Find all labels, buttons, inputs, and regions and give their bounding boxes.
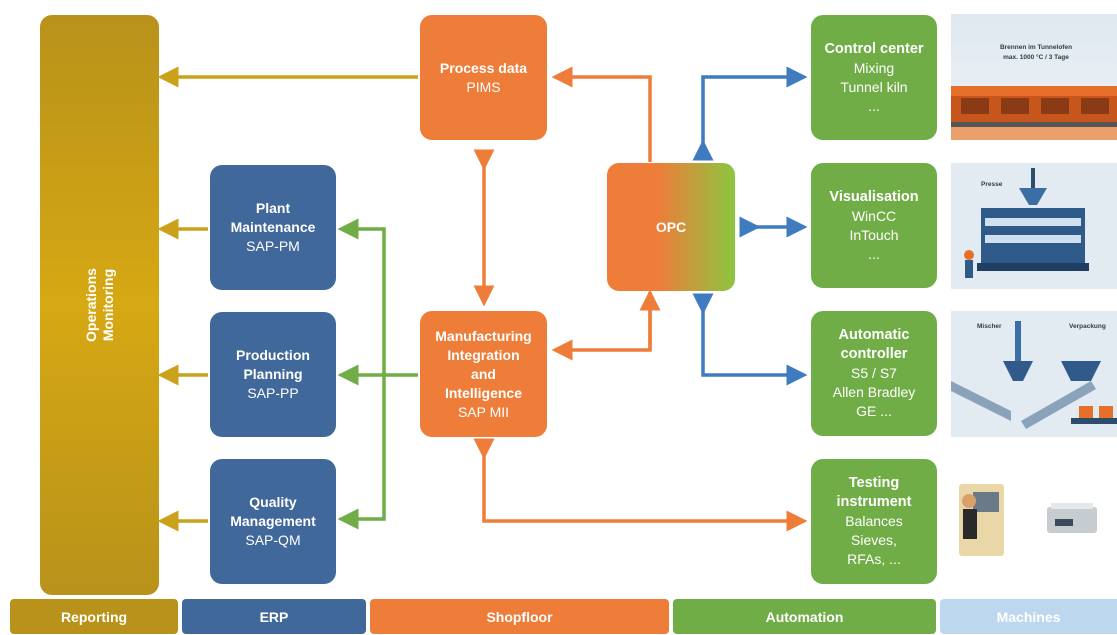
opc-box: OPC — [607, 163, 735, 291]
testing-instrument-line1: Balances — [845, 513, 903, 529]
control-center-line3: ... — [868, 97, 880, 114]
production-planning-title1: Production — [236, 347, 310, 363]
footer-automation: Automation — [673, 599, 936, 634]
control-center-box: Control center Mixing Tunnel kiln ... — [811, 15, 937, 140]
testing-instrument-box: Testing instrument Balances Sieves, RFAs… — [811, 459, 937, 584]
mii-box: Manufacturing Integration and Intelligen… — [420, 311, 547, 437]
automatic-controller-title2: controller — [840, 346, 908, 362]
arrow-opc-to-process — [551, 66, 652, 162]
production-planning-box: Production Planning SAP-PP — [210, 312, 336, 437]
arrow-opc-control — [692, 66, 808, 161]
mii-sub: SAP MII — [457, 403, 510, 420]
footer-erp: ERP — [182, 599, 366, 634]
footer-erp-label: ERP — [259, 608, 289, 625]
press-label: Presse — [981, 181, 1003, 188]
quality-management-box: Quality Management SAP-QM — [210, 459, 336, 584]
footer-reporting-label: Reporting — [60, 608, 128, 625]
kiln-drawing — [951, 86, 1117, 140]
visualisation-line3: ... — [868, 245, 880, 262]
footer-shopfloor-label: Shopfloor — [486, 608, 553, 625]
arrow-mii-testing — [473, 438, 808, 532]
testing-instrument-title2: instrument — [836, 494, 912, 510]
control-center-title: Control center — [824, 40, 924, 57]
automatic-controller-line1: S5 / S7 — [851, 365, 897, 381]
automatic-controller-box: Automatic controller S5 / S7 Allen Bradl… — [811, 311, 937, 436]
operations-monitoring-box: Operations Monitoring — [40, 15, 159, 595]
mixer-label: Mischer — [977, 323, 1002, 330]
press-drawing — [964, 168, 1089, 278]
mixer-drawing — [951, 321, 1117, 429]
process-data-box: Process data PIMS — [420, 15, 547, 140]
visualisation-line2: InTouch — [849, 226, 899, 243]
arrow-opc-to-mii — [551, 292, 652, 361]
automatic-controller-line2: Allen Bradley — [832, 384, 916, 400]
production-planning-title2: Planning — [243, 366, 303, 382]
automatic-controller-title1: Automatic — [838, 327, 910, 343]
kiln-label-2: max. 1000 °C / 3 Tage — [1003, 54, 1069, 61]
testing-instrument-line2: Sieves, — [851, 532, 897, 548]
control-center-line1: Mixing — [853, 59, 895, 76]
plant-maintenance-box: Plant Maintenance SAP-PM — [210, 165, 336, 290]
quality-management-sub: SAP-QM — [245, 532, 301, 548]
mii-line1: Manufacturing — [435, 327, 532, 344]
mixer-packaging-illustration: Mischer Verpackung — [951, 311, 1117, 437]
testing-instrument-title1: Testing — [848, 475, 900, 491]
tunnel-kiln-illustration: Brennen im Tunnelofen max. 1000 °C / 3 T… — [951, 14, 1117, 140]
testing-drawing — [959, 484, 1097, 556]
footer-machines-label: Machines — [996, 608, 1061, 625]
plant-maintenance-sub: SAP-PM — [246, 238, 300, 254]
automatic-controller-line3: GE ... — [856, 403, 892, 419]
control-center-line2: Tunnel kiln — [840, 78, 908, 95]
plant-maintenance-title2: Maintenance — [230, 219, 316, 235]
packaging-label: Verpackung — [1069, 323, 1106, 330]
mii-line4: Intelligence — [444, 384, 523, 401]
process-data-sub: PIMS — [466, 78, 501, 95]
testing-instrument-line3: RFAs, ... — [847, 551, 901, 567]
arrow-opc-controller — [692, 293, 808, 386]
testing-instrument-illustration — [951, 459, 1117, 585]
arrow-mii-to-pm — [337, 218, 418, 377]
visualisation-title: Visualisation — [829, 188, 919, 205]
footer-shopfloor: Shopfloor — [370, 599, 669, 634]
plant-maintenance-title1: Plant — [255, 200, 291, 216]
opc-title: OPC — [655, 218, 687, 235]
mii-line3: and — [471, 365, 496, 382]
arrow-mii-to-qm — [337, 375, 386, 530]
kiln-label-1: Brennen im Tunnelofen — [999, 44, 1073, 51]
visualisation-line1: WinCC — [851, 207, 897, 224]
footer-reporting: Reporting — [10, 599, 178, 634]
quality-management-title1: Quality — [249, 494, 297, 510]
footer-automation-label: Automation — [765, 608, 844, 625]
quality-management-title2: Management — [230, 513, 316, 529]
press-illustration: Presse — [951, 163, 1117, 289]
footer-machines: Machines — [940, 599, 1117, 634]
visualisation-box: Visualisation WinCC InTouch ... — [811, 163, 937, 288]
process-data-title: Process data — [439, 59, 528, 76]
production-planning-sub: SAP-PP — [247, 385, 299, 401]
mii-line2: Integration — [447, 346, 520, 363]
